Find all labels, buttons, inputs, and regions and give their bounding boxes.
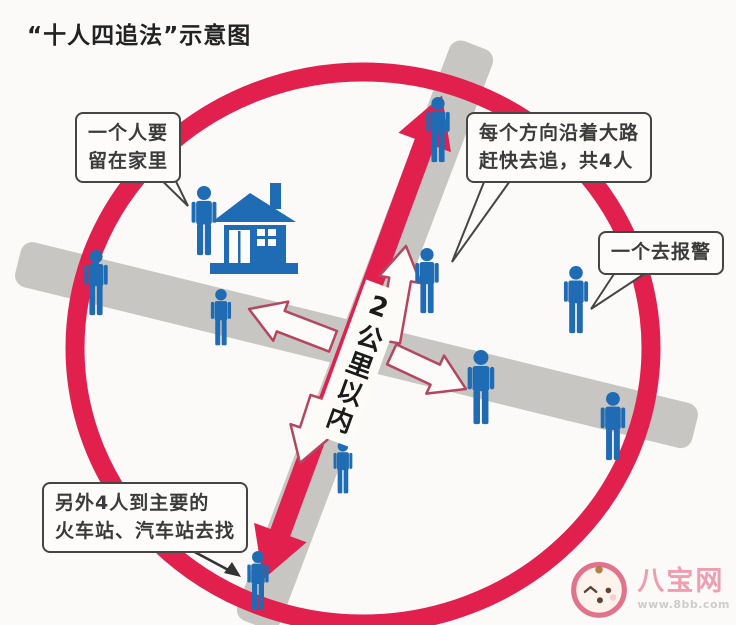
callout-line: 一个人要 — [88, 122, 169, 144]
callout-line: 赶快去追，共4人 — [479, 149, 634, 172]
watermark-site-url: www.8bb.com — [637, 598, 730, 612]
callout-line: 每个方向沿着大路 — [479, 122, 640, 144]
callout-chase-four: 每个方向沿着大路 赶快去追，共4人 — [466, 112, 653, 184]
person-icon — [191, 186, 217, 256]
pointer-arrowhead-icon — [224, 562, 241, 577]
house-window-pane — [257, 239, 265, 246]
house-chimney — [270, 183, 281, 209]
house-window-pane — [268, 239, 276, 246]
house-icon — [210, 183, 298, 274]
callout-line: 火车站、汽车站去找 — [55, 519, 236, 542]
watermark: 八宝网 www.8bb.com — [569, 559, 730, 619]
callout-line: 一个去报警 — [611, 241, 712, 263]
house-base — [210, 263, 298, 274]
person-icon — [563, 266, 589, 334]
baby-hair — [595, 566, 604, 574]
direction-arrow-left-icon — [247, 300, 339, 353]
cheek-blush — [610, 594, 617, 601]
wink-eye-icon — [584, 585, 598, 594]
callout-report-police: 一个去报警 — [598, 231, 725, 275]
house-window-pane — [268, 229, 276, 236]
eye-icon — [605, 587, 612, 594]
house-door-edge — [238, 231, 241, 263]
callout-search-stations: 另外4人到主要的 火车站、汽车站去找 — [42, 482, 249, 554]
watermark-text: 八宝网 www.8bb.com — [637, 565, 730, 612]
house-roof — [212, 193, 296, 222]
callout-line: 另外4人到主要的 — [55, 492, 210, 514]
house-window-pane — [257, 229, 265, 236]
callout-stay-home: 一个人要 留在家里 — [75, 112, 182, 184]
watermark-site-name: 八宝网 — [637, 565, 725, 597]
callout-line: 留在家里 — [88, 149, 169, 172]
direction-arrow-right-icon — [385, 343, 468, 395]
radius-circle — [65, 62, 661, 625]
baby-face-ring — [571, 562, 628, 618]
baby-face-icon — [571, 562, 628, 618]
page-title: “十人四追法”示意图 — [27, 23, 252, 49]
mouth — [597, 597, 604, 604]
